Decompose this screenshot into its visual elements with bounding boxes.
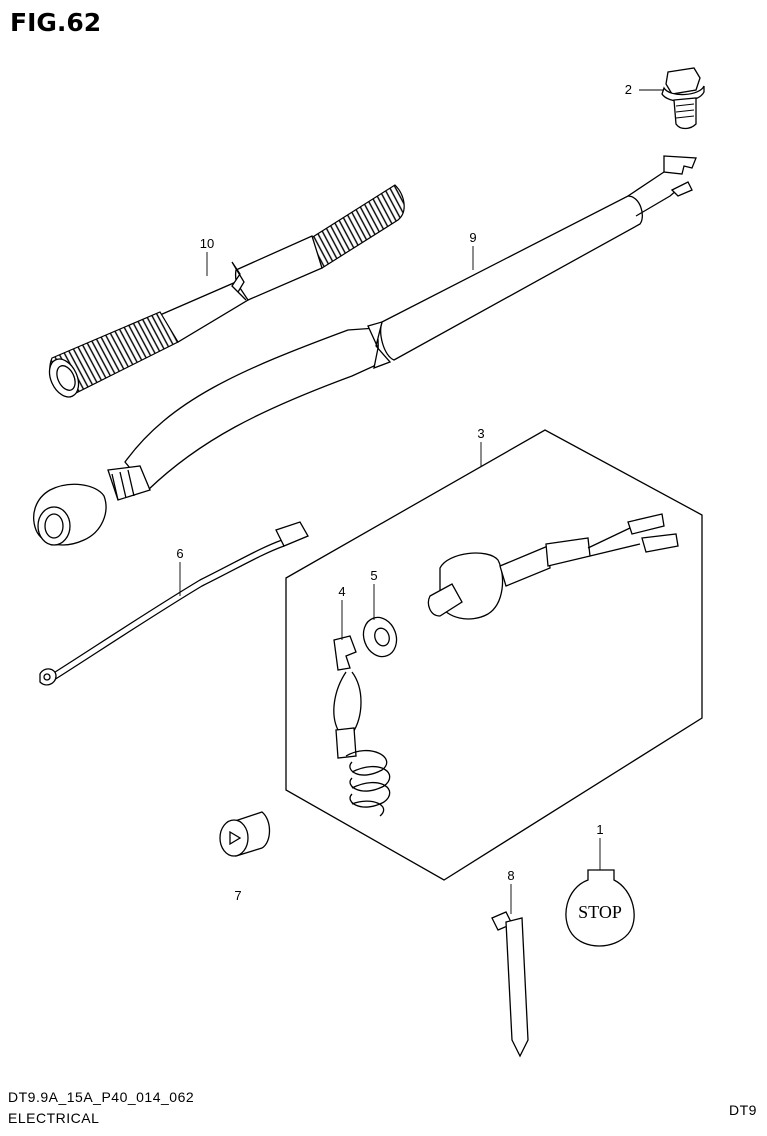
corrugated-tube-part-10 [48,184,405,398]
grommet-part-7 [219,811,271,857]
model-label: DT9 [729,1102,757,1118]
earth-lead-part-6 [39,521,309,686]
callout-7: 7 [234,888,241,903]
leader-lines [179,89,664,914]
cable-tie-part-8 [491,911,529,1058]
bolt-part-2 [661,67,705,130]
stop-switch-body [427,513,679,620]
stop-plate-label: STOP [578,902,622,922]
harness-part-9 [33,155,697,546]
callout-4: 4 [338,584,345,599]
callout-1: 1 [596,822,603,837]
figure-title: FIG.62 [10,8,102,37]
diagram-code: DT9.9A_15A_P40_014_062 [8,1089,195,1105]
stop-plate-part-1: STOP [565,869,635,947]
callout-3: 3 [477,426,484,441]
switch-kit-box-part-3 [285,429,703,881]
callout-10: 10 [200,236,214,251]
callout-6: 6 [176,546,183,561]
washer-part-5 [362,616,398,658]
callouts: 2 10 9 3 6 5 4 1 7 8 [176,82,632,903]
section-title: ELECTRICAL [8,1110,100,1126]
callout-2: 2 [625,82,632,97]
callout-9: 9 [469,230,476,245]
clip-part-4 [333,635,391,817]
callout-5: 5 [370,568,377,583]
callout-8: 8 [507,868,514,883]
